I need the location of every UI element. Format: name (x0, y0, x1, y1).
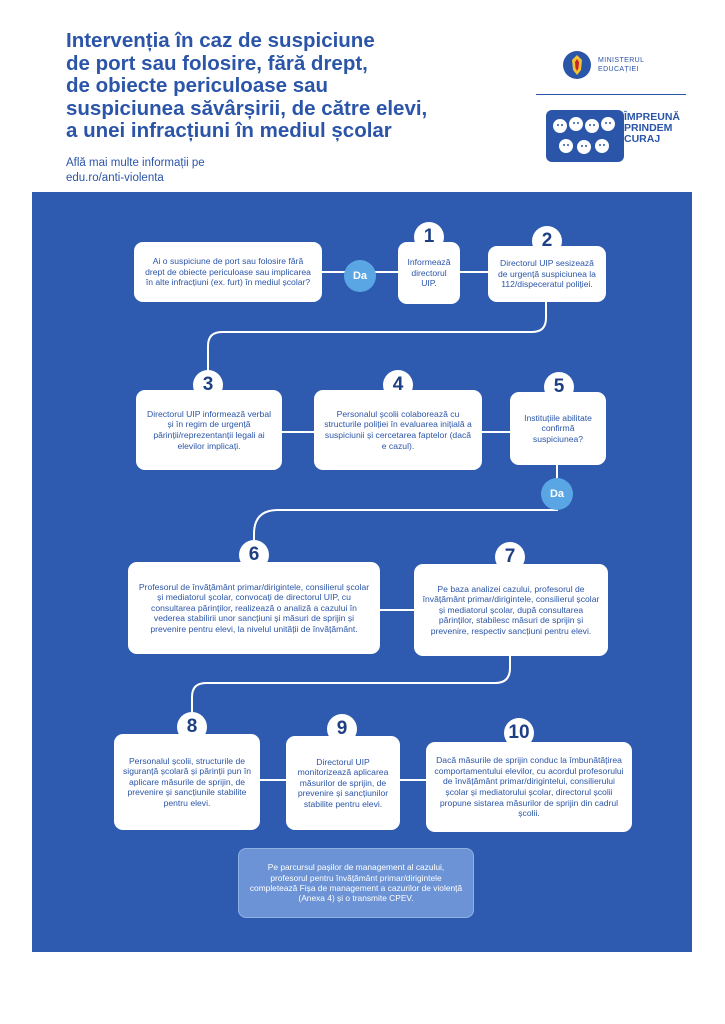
more-info-url[interactable]: edu.ro/anti-violenta (66, 172, 164, 184)
ministry-name: MINISTERUL EDUCAȚIEI (598, 57, 645, 73)
campaign-faces-icon (546, 110, 624, 162)
campaign-label: ÎMPREUNĂ PRINDEM CURAJ (624, 111, 681, 145)
step-4-box: Personalul școlii colaborează cu structu… (314, 390, 482, 470)
ministry-logo: MINISTERUL EDUCAȚIEI (562, 50, 658, 80)
yes-circle-2: Da (541, 478, 573, 510)
step-3-text: Directorul UIP informează verbal și în r… (146, 408, 272, 451)
final-note-text: Pe parcursul pașilor de management al ca… (249, 862, 463, 904)
more-info-label: Află mai multe informații pe (66, 157, 205, 169)
step-8-text: Personalul școlii, structurile de sigura… (122, 755, 252, 808)
step-5-text: Instituțiile abilitate confirmă suspiciu… (524, 412, 592, 444)
more-info-text: Află mai multe informații pe edu.ro/anti… (66, 156, 286, 186)
step-9-box: Directorul UIP monitorizează aplicarea m… (286, 736, 400, 830)
start-question-text: Ai o suspiciune de port sau folosire făr… (145, 256, 311, 288)
yes-circle: Da (344, 260, 376, 292)
step-2-text: Directorul UIP sesizează de urgență susp… (498, 258, 596, 290)
step-5-box: Instituțiile abilitate confirmă suspiciu… (510, 392, 606, 465)
step-8-box: Personalul școlii, structurile de sigura… (114, 734, 260, 830)
step-10-box: Dacă măsurile de sprijin conduc la îmbun… (426, 742, 632, 832)
step-1-box: Informează directorul UIP. (398, 242, 460, 304)
page-title: Intervenția în caz de suspiciune de port… (66, 29, 428, 142)
step-1-text: Informează directorul UIP. (407, 257, 451, 289)
start-question-box: Ai o suspiciune de port sau folosire făr… (134, 242, 322, 302)
step-9-text: Directorul UIP monitorizează aplicarea m… (297, 756, 389, 809)
final-note-box: Pe parcursul pașilor de management al ca… (238, 848, 474, 918)
step-2-box: Directorul UIP sesizează de urgență susp… (488, 246, 606, 302)
step-4-text: Personalul școlii colaborează cu structu… (324, 408, 472, 451)
step-7-box: Pe baza analizei cazului, profesorul de … (414, 564, 608, 656)
step-6-box: Profesorul de învățământ primar/dirigint… (128, 562, 380, 654)
step-3-box: Directorul UIP informează verbal și în r… (136, 390, 282, 470)
step-10-text: Dacă măsurile de sprijin conduc la îmbun… (434, 755, 624, 819)
header-divider (536, 94, 686, 95)
step-6-text: Profesorul de învățământ primar/dirigint… (138, 581, 370, 634)
step-7-text: Pe baza analizei cazului, profesorul de … (422, 583, 600, 636)
coat-of-arms-icon (563, 51, 591, 79)
